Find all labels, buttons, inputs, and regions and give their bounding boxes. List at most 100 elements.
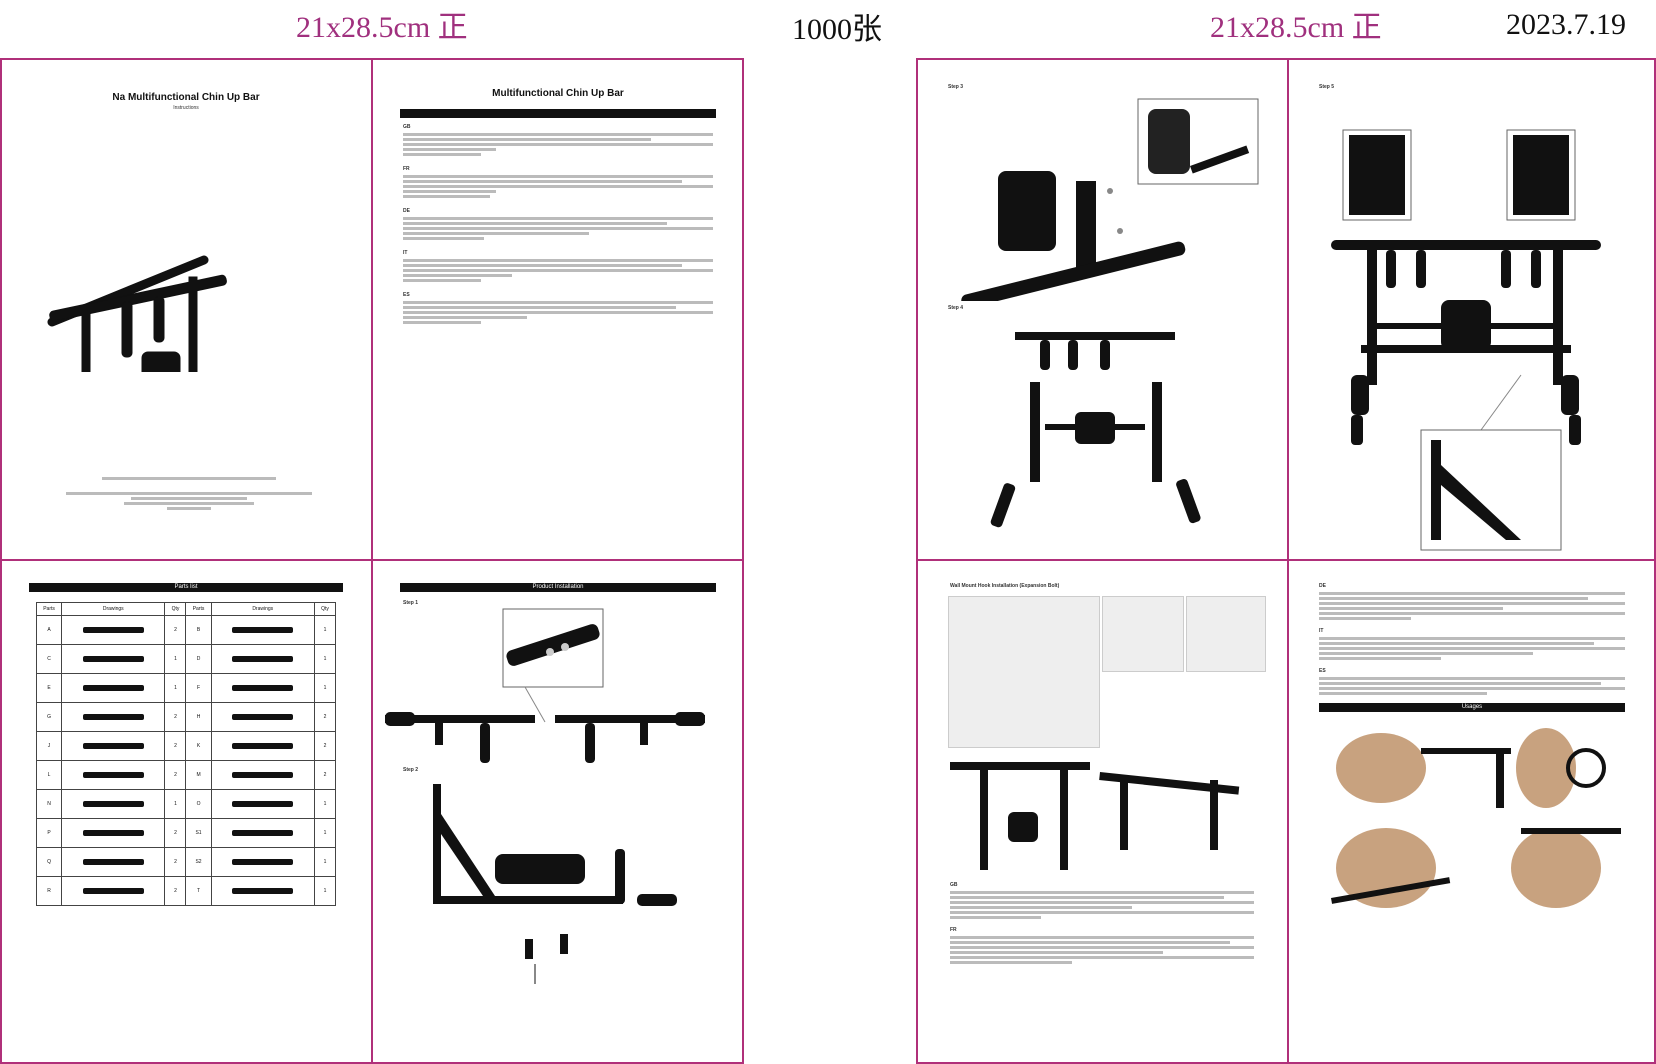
step4-label: Step 4 — [948, 305, 964, 311]
part-letter: S1 — [185, 818, 212, 848]
instructions-body: GB FR DE IT ES — [375, 124, 741, 324]
cover-footer — [44, 477, 334, 512]
page-cover: Na Multifunctional Chin Up Bar Instructi… — [4, 62, 368, 556]
part-drawing — [210, 760, 315, 790]
left-sheet-divider-v — [371, 58, 373, 1064]
right-sheet-divider-h — [916, 559, 1656, 561]
chin-up-bar-image — [47, 255, 227, 372]
part-drawing — [210, 876, 315, 906]
usages-title: Usages — [1319, 703, 1625, 712]
parts-list-title: Parts list — [29, 583, 343, 592]
part-drawing — [61, 760, 166, 790]
right-sheet-divider-v — [1287, 58, 1289, 1064]
part-letter: D — [185, 644, 212, 674]
wall-mount-title: Wall Mount Hook Installation (Expansion … — [950, 583, 1060, 589]
page-product-installation: Product Installation Step 1 Step 2 — [375, 563, 741, 1061]
part-drawing — [210, 615, 315, 645]
part-drawing — [61, 847, 166, 877]
part-qty: 1 — [313, 644, 337, 674]
part-drawing — [61, 876, 166, 906]
lang-es: ES — [403, 292, 410, 298]
part-qty: 1 — [313, 673, 337, 703]
part-drawing — [61, 789, 166, 819]
part-letter: M — [185, 760, 212, 790]
wall-mount-fr: FR — [950, 927, 957, 933]
step4-diagram — [990, 332, 1201, 528]
wall-mount-text: GB FR — [920, 882, 1284, 964]
part-letter: T — [185, 876, 212, 906]
usages-it: IT — [1319, 628, 1324, 634]
lang-it: IT — [403, 250, 408, 256]
step1-label: Step 1 — [403, 600, 419, 606]
part-drawing — [61, 818, 166, 848]
part-letter: K — [185, 731, 212, 761]
page-usages: DE IT ES Usages — [1291, 563, 1653, 1061]
part-qty: 1 — [313, 789, 337, 819]
installation-title: Product Installation — [400, 583, 716, 592]
cover-title: Na Multifunctional Chin Up Bar — [112, 92, 260, 103]
quantity-label: 1000张 — [792, 13, 882, 46]
part-qty: 2 — [313, 731, 337, 761]
part-qty: 1 — [313, 876, 337, 906]
part-qty: 1 — [313, 615, 337, 645]
col-parts-1: Parts — [35, 602, 63, 616]
instructions-language-bar — [400, 109, 716, 118]
cover-subtitle: Instructions — [173, 105, 199, 111]
part-drawing — [61, 644, 166, 674]
part-drawing — [210, 731, 315, 761]
part-drawing — [210, 702, 315, 732]
lang-gb: GB — [403, 124, 411, 130]
part-qty: 2 — [164, 615, 187, 645]
wall-mount-photos — [948, 596, 1284, 748]
lang-fr: FR — [403, 166, 410, 172]
col-drawings-1: Drawings — [61, 602, 166, 616]
part-letter: H — [185, 702, 212, 732]
part-drawing — [210, 789, 315, 819]
part-letter: S2 — [185, 847, 212, 877]
step1-diagram — [385, 608, 705, 763]
part-qty: 1 — [164, 644, 187, 674]
part-letter: N — [35, 789, 63, 819]
part-qty: 2 — [164, 760, 187, 790]
left-size-label: 21x28.5cm 正 — [296, 11, 468, 44]
right-size-label: 21x28.5cm 正 — [1210, 11, 1382, 44]
left-sheet-divider-h — [0, 559, 744, 561]
part-letter: A — [35, 615, 63, 645]
instructions-title: Multifunctional Chin Up Bar — [492, 88, 624, 99]
part-drawing — [61, 673, 166, 703]
part-qty: 1 — [164, 673, 187, 703]
part-letter: L — [35, 760, 63, 790]
page-instructions-text: Multifunctional Chin Up Bar GB FR DE IT … — [375, 62, 741, 556]
part-qty: 2 — [313, 760, 337, 790]
col-parts-2: Parts — [185, 602, 212, 616]
step3-label: Step 3 — [948, 84, 964, 90]
lang-de: DE — [403, 208, 410, 214]
usages-de: DE — [1319, 583, 1326, 589]
usages-es: ES — [1319, 668, 1326, 674]
part-letter: R — [35, 876, 63, 906]
step2-label: Step 2 — [403, 767, 419, 773]
part-letter: C — [35, 644, 63, 674]
col-drawings-2: Drawings — [210, 602, 315, 616]
part-letter: B — [185, 615, 212, 645]
part-qty: 1 — [313, 847, 337, 877]
page-wall-mount: Wall Mount Hook Installation (Expansion … — [920, 563, 1284, 1061]
wall-mount-diagram — [950, 762, 1240, 870]
part-qty: 1 — [164, 789, 187, 819]
part-qty: 2 — [313, 702, 337, 732]
page-parts-list: Parts list Parts Drawings Qty Parts Draw… — [4, 563, 368, 1061]
part-qty: 2 — [164, 876, 187, 906]
part-drawing — [61, 702, 166, 732]
part-drawing — [210, 847, 315, 877]
col-qty-2: Qty — [313, 602, 337, 616]
date-label: 2023.7.19 — [1506, 8, 1626, 41]
part-qty: 2 — [164, 702, 187, 732]
